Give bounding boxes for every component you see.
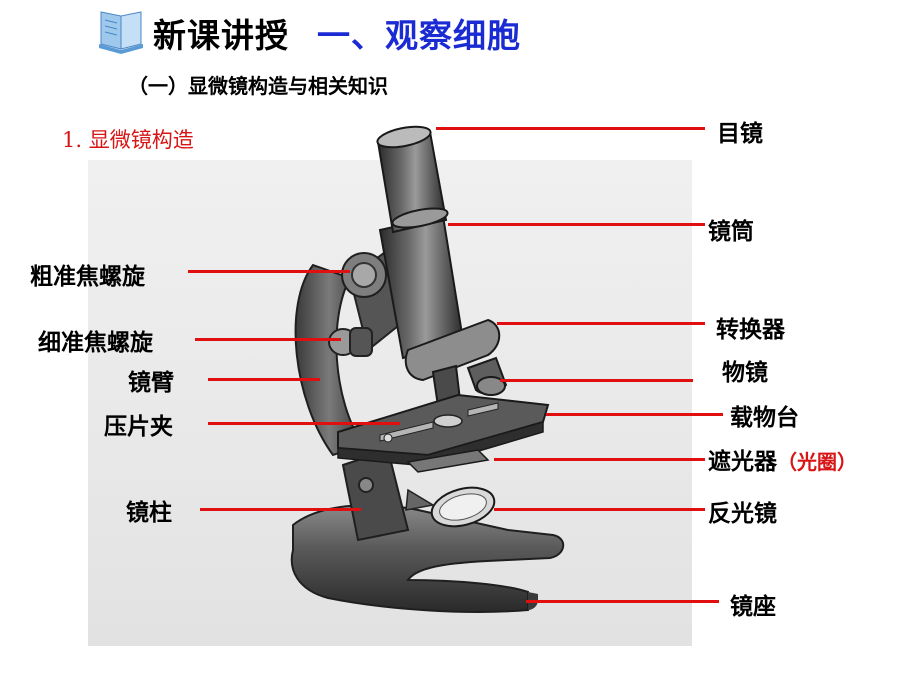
leader-eyepiece (436, 127, 705, 130)
leader-fine (195, 338, 341, 341)
leader-stage (546, 413, 723, 416)
label-diaphragm: 遮光器 (708, 449, 777, 475)
section-heading: 1. 显微镜构造 (62, 128, 194, 152)
book-icon (99, 11, 143, 54)
label-mirror: 反光镜 (708, 501, 777, 527)
label-tube: 镜筒 (708, 219, 754, 245)
leader-tube (448, 223, 705, 226)
microscope-illustration (290, 125, 565, 613)
leader-arm (208, 378, 320, 381)
leader-mirror (494, 508, 705, 511)
label-clip: 压片夹 (104, 414, 173, 440)
header: 新课讲授 一、观察细胞 (95, 8, 521, 58)
label-nosepiece: 转换器 (716, 317, 785, 343)
label-stage: 载物台 (730, 405, 799, 431)
label-base: 镜座 (730, 594, 776, 620)
leader-coarse (188, 270, 350, 273)
leader-base (526, 600, 719, 603)
label-coarse-focus: 粗准焦螺旋 (30, 264, 145, 290)
section-subtitle: （一）显微镜构造与相关知识 (128, 74, 388, 98)
label-pillar: 镜柱 (126, 500, 172, 526)
page-subtitle: 一、观察细胞 (317, 16, 521, 55)
page-title: 新课讲授 (153, 16, 289, 55)
label-objective: 物镜 (722, 360, 768, 386)
leader-nosepiece (497, 322, 705, 325)
leader-objective (500, 379, 693, 382)
label-eyepiece: 目镜 (717, 121, 763, 147)
leader-pillar (200, 508, 361, 511)
leader-diaphragm (494, 458, 705, 461)
label-arm: 镜臂 (128, 370, 174, 396)
label-fine-focus: 细准焦螺旋 (38, 330, 153, 356)
label-diaphragm-note: （光圈） (777, 450, 857, 474)
label-diaphragm-group: 遮光器（光圈） (708, 442, 857, 476)
leader-clip (208, 422, 400, 425)
